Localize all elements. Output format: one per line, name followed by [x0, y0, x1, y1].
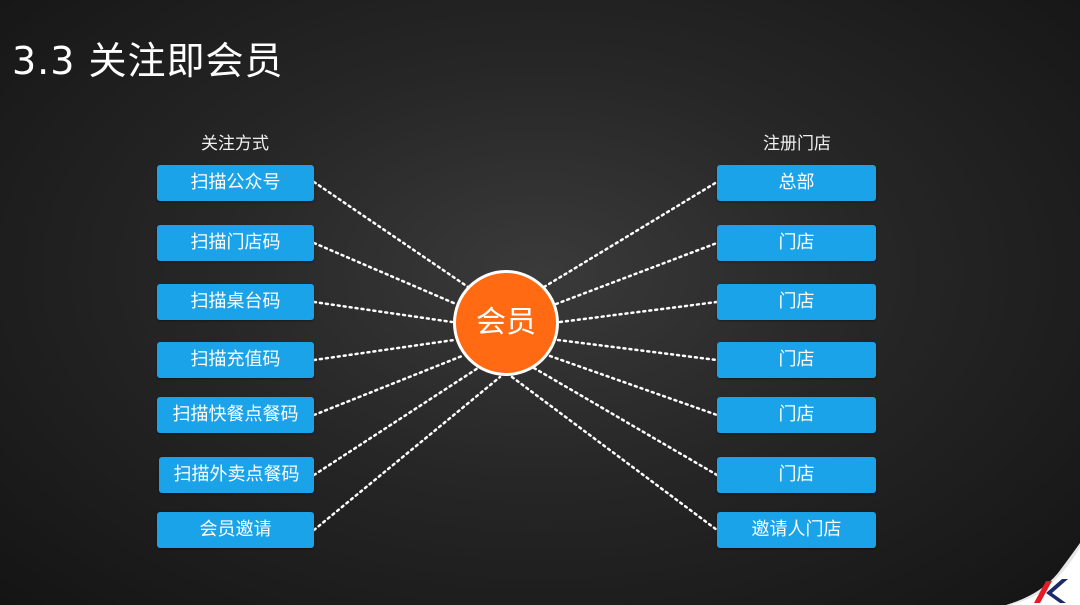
right-box-2: 门店	[717, 225, 876, 261]
connector-left-1	[312, 180, 470, 289]
connector-right-4	[556, 338, 719, 362]
connector-right-2	[554, 241, 719, 306]
center-member-node: 会员	[453, 270, 559, 376]
right-box-6: 门店	[717, 457, 876, 493]
left-column-heading: 关注方式	[201, 134, 269, 154]
left-box-2: 扫描门店码	[157, 225, 314, 261]
connector-left-7	[312, 375, 502, 532]
connector-right-7	[510, 375, 719, 532]
left-box-7: 会员邀请	[157, 512, 314, 548]
connector-left-2	[312, 241, 458, 306]
right-box-4: 门店	[717, 342, 876, 378]
left-box-4: 扫描充值码	[157, 342, 314, 378]
connector-right-1	[542, 180, 719, 289]
connector-right-5	[548, 354, 719, 417]
connector-left-6	[312, 366, 480, 477]
connector-right-6	[532, 366, 719, 477]
connector-left-5	[312, 354, 464, 417]
connector-right-3	[558, 300, 719, 324]
left-box-3: 扫描桌台码	[157, 284, 314, 320]
left-box-1: 扫描公众号	[157, 165, 314, 201]
left-box-5: 扫描快餐点餐码	[157, 397, 314, 433]
left-box-6: 扫描外卖点餐码	[159, 457, 314, 493]
right-box-7: 邀请人门店	[717, 512, 876, 548]
right-box-3: 门店	[717, 284, 876, 320]
right-column-heading: 注册门店	[763, 134, 831, 154]
connector-left-3	[312, 300, 454, 324]
corner-logo-icon	[1006, 543, 1080, 605]
right-box-5: 门店	[717, 397, 876, 433]
page-title: 3.3 关注即会员	[12, 39, 284, 83]
right-box-1: 总部	[717, 165, 876, 201]
connector-left-4	[312, 338, 456, 362]
